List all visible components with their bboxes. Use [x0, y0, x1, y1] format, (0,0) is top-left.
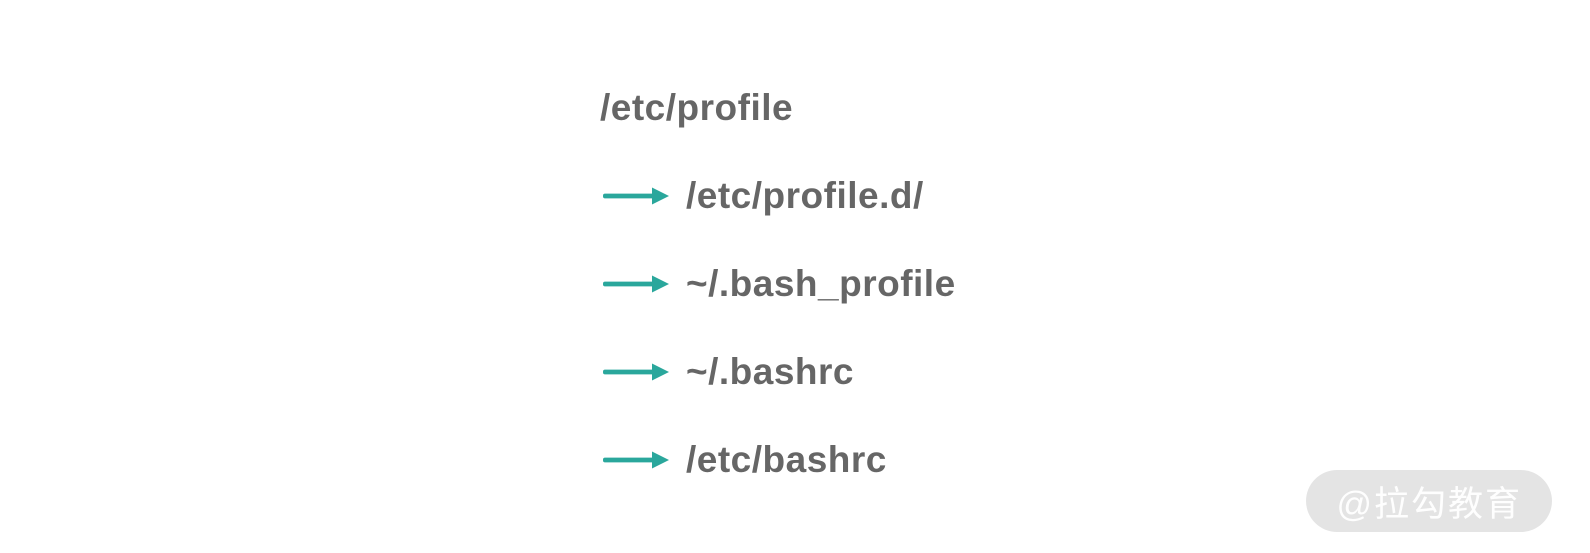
watermark-text: @拉勾教育	[1336, 484, 1522, 524]
diagram-row: /etc/bashrc	[600, 436, 956, 484]
arrow-right-icon	[603, 451, 669, 469]
diagram-row: ~/.bashrc	[600, 348, 956, 396]
arrow-right-icon	[603, 275, 669, 293]
file-path-label: ~/.bash_profile	[686, 263, 956, 304]
file-path-label: ~/.bashrc	[686, 351, 855, 392]
root-file-label: /etc/profile	[600, 87, 794, 128]
arrow-right-icon	[603, 363, 669, 381]
diagram-row-root: /etc/profile	[600, 84, 956, 132]
bash-profile-flow-diagram: /etc/profile /etc/profile.d/ ~/.bash_pro…	[600, 84, 956, 484]
file-path-label: /etc/bashrc	[686, 439, 887, 480]
diagram-row: /etc/profile.d/	[600, 172, 956, 220]
diagram-row: ~/.bash_profile	[600, 260, 956, 308]
arrow-right-icon	[603, 187, 669, 205]
file-path-label: /etc/profile.d/	[686, 175, 924, 216]
watermark-badge: @拉勾教育	[1306, 470, 1552, 532]
